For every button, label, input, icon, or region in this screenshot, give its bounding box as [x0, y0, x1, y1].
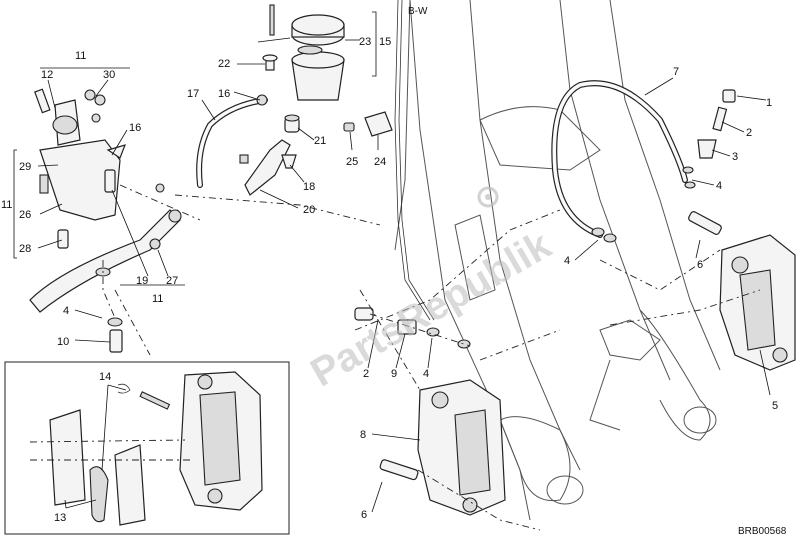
- callout-label: 29: [19, 161, 31, 173]
- callout-label: 27: [166, 275, 178, 287]
- callout-label: 4: [423, 368, 429, 380]
- callout-label: 21: [314, 135, 326, 147]
- watermark-gear-icon: [477, 186, 499, 208]
- callout-label: 8: [360, 429, 366, 441]
- callout-label: 7: [673, 66, 679, 78]
- callout-label: 4: [63, 305, 69, 317]
- centre-lines: [119, 184, 761, 361]
- callout-label: 11: [75, 50, 86, 62]
- watermark-text: PartsRepublik: [303, 222, 559, 395]
- brake-hose-group: [343, 80, 736, 349]
- callout-label: 14: [99, 371, 111, 383]
- callout-labels: 1 2 2 3 4 4 4 4 5 6 6 7 8 9 10 11 11 11 …: [1, 36, 778, 524]
- callout-label: 4: [716, 180, 722, 192]
- callout-label: 11: [152, 293, 163, 305]
- reservoir-group: [196, 4, 345, 196]
- callout-label: 18: [303, 181, 315, 193]
- leader-lines: [37, 37, 771, 513]
- left-caliper: [359, 289, 541, 531]
- callout-label: 16: [218, 88, 230, 100]
- callout-label: 10: [57, 336, 69, 348]
- callout-label: 25: [346, 156, 358, 168]
- callout-label: 28: [19, 243, 31, 255]
- callout-label: 6: [361, 509, 367, 521]
- callout-label: 19: [136, 275, 148, 287]
- callout-label: 4: [564, 255, 570, 267]
- callout-label: 12: [41, 69, 53, 81]
- callout-label: 2: [363, 368, 369, 380]
- callout-label: 15: [379, 36, 391, 48]
- callout-label: 5: [772, 400, 778, 412]
- callout-label: 3: [732, 151, 738, 163]
- callout-label: 30: [103, 69, 115, 81]
- callout-label: 20: [303, 204, 315, 216]
- callout-label: 6: [697, 259, 703, 271]
- callout-label: 9: [391, 368, 397, 380]
- callout-label: 2: [746, 127, 752, 139]
- group-braces: [13, 11, 377, 286]
- fork-assembly: [394, 0, 721, 521]
- drawing-code: BRB00568: [738, 526, 787, 537]
- right-caliper: [688, 211, 796, 371]
- pad-inset: [4, 361, 290, 535]
- inset-label: B-W: [408, 6, 428, 17]
- callout-label: 22: [218, 58, 230, 70]
- callout-label: 26: [19, 209, 31, 221]
- callout-label: 11: [1, 199, 12, 211]
- callout-label: 13: [54, 512, 66, 524]
- master-cylinder-group: [29, 88, 182, 356]
- callout-label: 23: [359, 36, 371, 48]
- callout-label: 1: [766, 97, 772, 109]
- callout-label: 16: [129, 122, 141, 134]
- callout-label: 17: [187, 88, 199, 100]
- callout-label: 24: [374, 156, 386, 168]
